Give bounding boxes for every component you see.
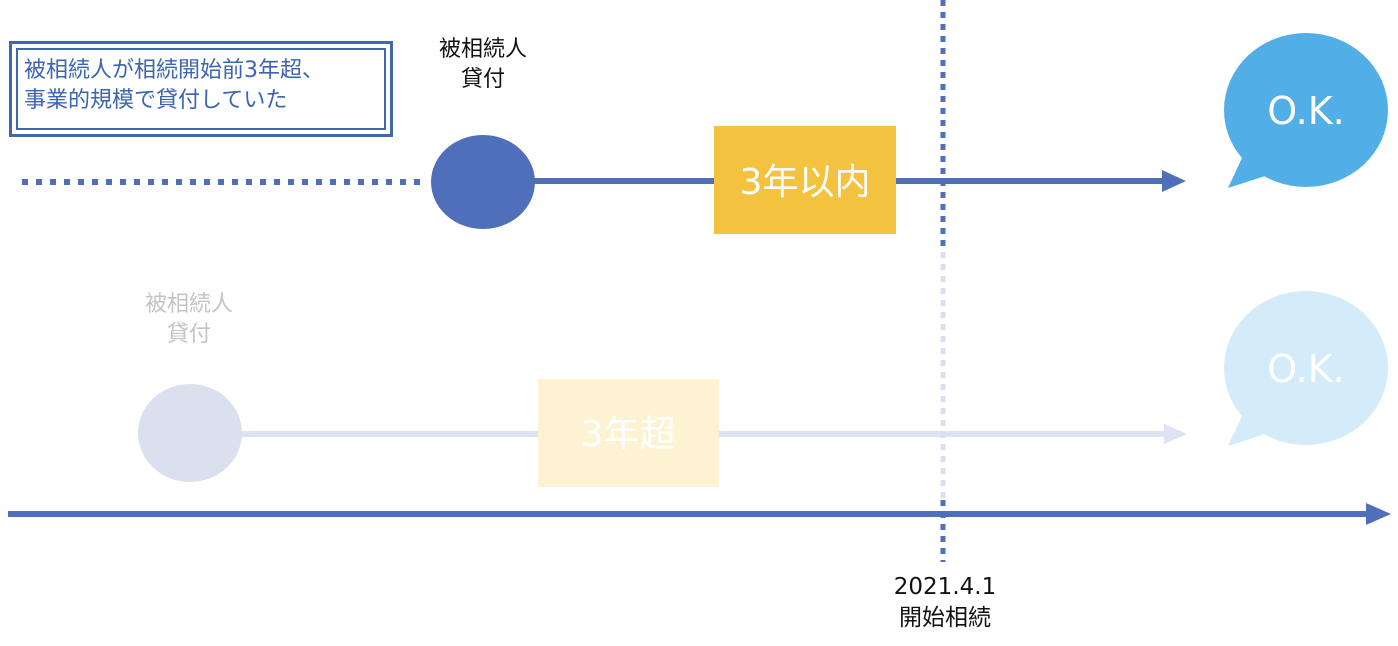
faded-ok-label: O.K. <box>1267 347 1344 391</box>
faded-period-label: 3年超 <box>581 414 676 455</box>
active-ok-label: O.K. <box>1267 89 1344 133</box>
active-period-box <box>714 126 896 234</box>
cutoff-date: 2021.4.1 <box>893 574 997 600</box>
faded-lender-circle <box>138 384 242 482</box>
active-period-label: 3年以内 <box>740 162 871 203</box>
active-arrow-head <box>1162 170 1186 192</box>
faded-period-box <box>538 379 719 487</box>
condition-note-inner-border <box>16 48 386 130</box>
active-lender-label-line-1: 被相続人 <box>438 37 527 62</box>
condition-note-line-1: 被相続人が相続開始前3年超、 <box>24 58 324 83</box>
active-ok-bubble: O.K. <box>1224 33 1388 188</box>
faded-arrow-head <box>1164 424 1187 444</box>
cutoff-date-label: 2021.4.1 開始相続 <box>860 572 1030 634</box>
faded-lender-label-line-1: 被相続人 <box>144 292 233 317</box>
active-lender-label: 被相続人 貸付 <box>413 35 553 95</box>
cutoff-caption: 開始相続 <box>899 605 991 631</box>
faded-lender-label-line-2: 貸付 <box>166 322 211 347</box>
condition-note-box: 被相続人が相続開始前3年超、 事業的規模で貸付していた <box>9 41 393 137</box>
faded-lender-label: 被相続人 貸付 <box>119 290 259 350</box>
condition-note-text: 被相続人が相続開始前3年超、 事業的規模で貸付していた <box>24 56 384 116</box>
active-lender-label-line-2: 貸付 <box>460 67 505 92</box>
time-axis-arrow-head <box>1366 503 1391 525</box>
active-lender-circle <box>431 135 535 229</box>
faded-ok-bubble: O.K. <box>1224 291 1388 446</box>
condition-note-line-2: 事業的規模で貸付していた <box>24 88 288 113</box>
